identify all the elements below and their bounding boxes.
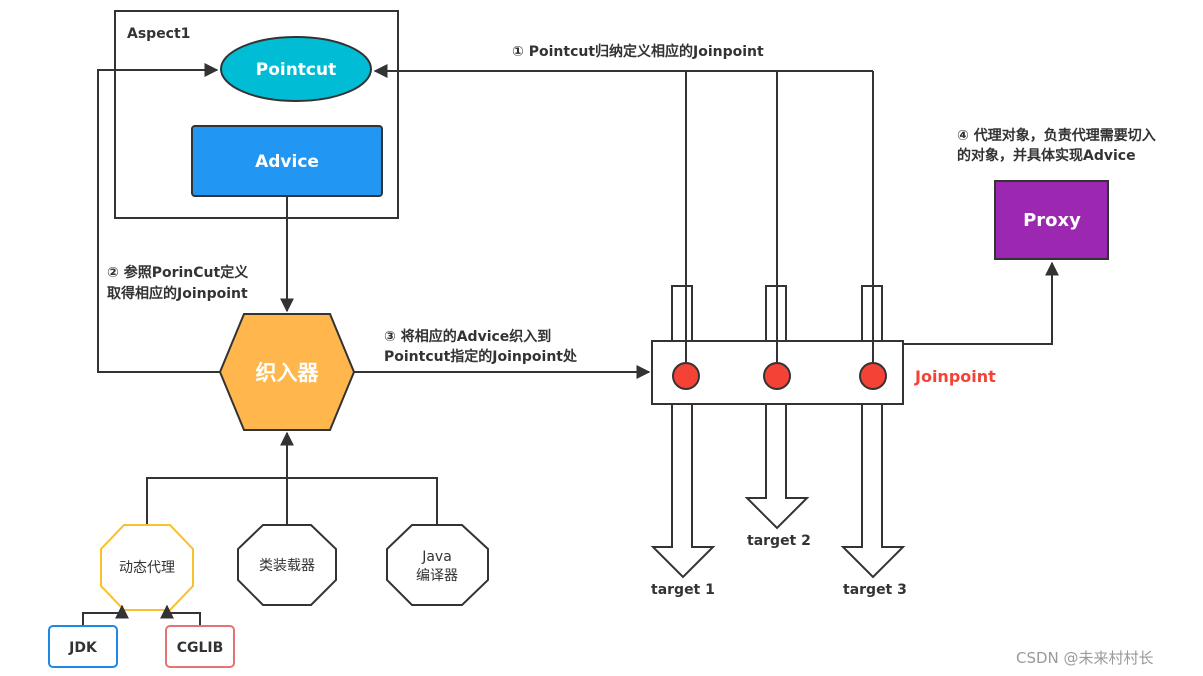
joinpoint-to-proxy-line [903, 261, 1059, 345]
target2-label: target 2 [747, 533, 811, 549]
proxy-node[interactable]: Proxy [994, 180, 1109, 260]
step3-label-line2: Pointcut指定的Joinpoint处 [384, 348, 578, 365]
joinpoint-dot-3[interactable] [859, 362, 887, 390]
dynamic-proxy-label: 动态代理 [119, 560, 175, 576]
proxy-label: Proxy [1023, 210, 1081, 231]
watermark: CSDN @未来村村长 [1016, 649, 1154, 667]
advice-label: Advice [255, 152, 319, 172]
dynamic-proxy-node[interactable]: 动态代理 [100, 524, 194, 611]
cglib-to-dynamic-proxy-line [160, 604, 201, 626]
class-loader-label: 类装载器 [259, 558, 315, 574]
step2-label-line2: 取得相应的Joinpoint [107, 285, 248, 302]
java-compiler-label-line1: Java [421, 549, 452, 565]
pointcut-label: Pointcut [256, 60, 337, 80]
weaver-node[interactable]: 织入器 [218, 313, 356, 431]
target2-arrow [744, 404, 810, 530]
cglib-node[interactable]: CGLIB [165, 625, 235, 668]
java-compiler-label-line2: 编译器 [416, 568, 458, 584]
jdk-node[interactable]: JDK [48, 625, 118, 668]
jdk-to-dynamic-proxy-line [82, 604, 129, 626]
target1-arrow [650, 404, 716, 579]
target1-label: target 1 [651, 582, 715, 598]
target3-label: target 3 [843, 582, 907, 598]
proxy-note-line1: ④ 代理对象，负责代理需要切入 [957, 127, 1156, 144]
proxy-note-line2: 的对象，并具体实现Advice [957, 147, 1136, 164]
step3-label-line1: ③ 将相应的Advice织入到 [384, 328, 551, 345]
impl-branch-line [146, 477, 438, 525]
pointcut-node[interactable]: Pointcut [220, 36, 372, 102]
weaver-to-pointcut-line [97, 63, 220, 373]
java-compiler-node[interactable]: Java 编译器 [386, 524, 489, 606]
jdk-label: JDK [68, 640, 98, 656]
joinpoint-dot-2[interactable] [763, 362, 791, 390]
step1-label: ① Pointcut归纳定义相应的Joinpoint [512, 43, 764, 60]
target3-arrow [840, 404, 906, 579]
joinpoint-label: Joinpoint [914, 367, 996, 386]
target1-arrow-tail-top [671, 285, 693, 343]
weaver-label: 织入器 [256, 361, 320, 385]
joinpoint-dot-1[interactable] [672, 362, 700, 390]
advice-node[interactable]: Advice [191, 125, 383, 197]
class-loader-node[interactable]: 类装载器 [237, 524, 337, 606]
step2-label-line1: ② 参照PorinCut定义 [107, 264, 248, 281]
cglib-label: CGLIB [177, 640, 224, 656]
aspect-title: Aspect1 [127, 26, 190, 42]
